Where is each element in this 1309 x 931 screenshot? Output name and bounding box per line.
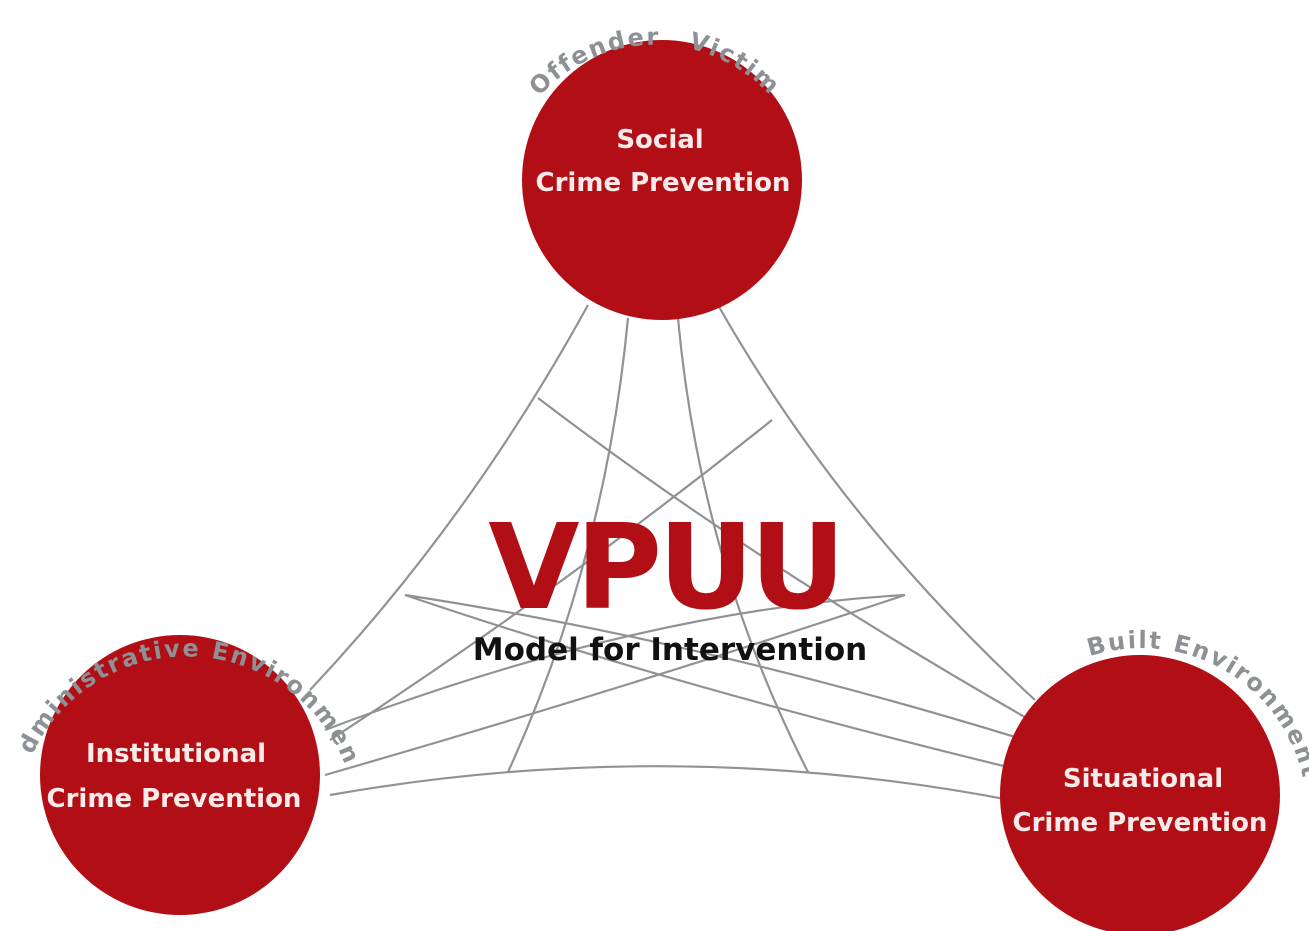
institutional-crime-prevention-node: Institutional Crime Prevention Administr… — [0, 0, 366, 915]
connector-line — [537, 397, 1031, 721]
connector-line — [329, 765, 1011, 802]
connector-line — [309, 304, 589, 691]
connector-web — [309, 304, 1036, 802]
node-circle — [522, 40, 802, 320]
node-title-line1: Institutional — [86, 739, 266, 769]
connector-line — [329, 419, 773, 741]
node-circle — [40, 635, 320, 915]
vpuu-logo: VPUU Model for Intervention — [473, 498, 868, 668]
connector-line — [676, 317, 809, 773]
node-title-line1: Situational — [1063, 764, 1223, 794]
node-title-line1: Social — [616, 125, 703, 155]
connector-line — [404, 593, 1021, 772]
connector-line — [717, 304, 1036, 701]
node-circle — [1000, 655, 1280, 931]
node-title-line2: Crime Prevention — [536, 168, 791, 198]
node-title-line2: Crime Prevention — [1013, 808, 1268, 838]
situational-crime-prevention-node: Situational Crime Prevention Built Envir… — [1000, 626, 1309, 931]
arc-label-administrative-environment: Administrative Environment — [0, 0, 366, 769]
connector-line — [324, 593, 906, 777]
node-title-line2: Crime Prevention — [47, 784, 302, 814]
logo-subtitle: Model for Intervention — [473, 632, 868, 668]
logo-wordmark: VPUU — [488, 498, 841, 636]
connector-line — [404, 593, 1026, 742]
